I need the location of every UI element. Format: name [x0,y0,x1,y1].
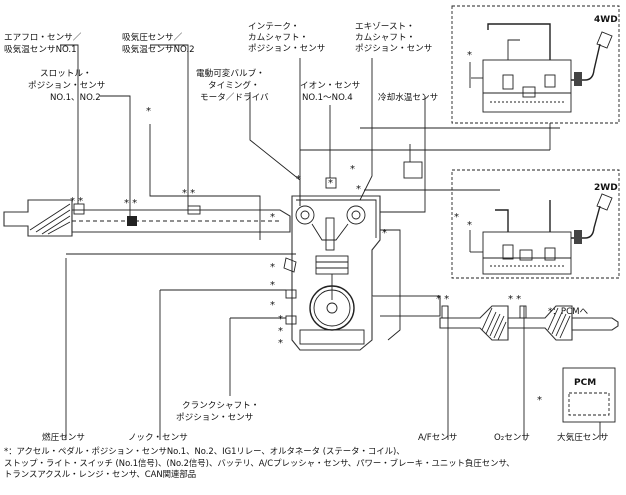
throttle-label-line2: ポジション・センサ [28,80,105,91]
coolant-label: 冷却水温センサ [378,91,438,103]
exhaust-cam-label-line3: ポジション・センサ [355,43,432,54]
exhaust-cam-label-line1: エキゾースト・ [355,21,415,32]
crank-label-line2: ポジション・センサ [176,412,253,423]
vvt-label-line2: タイミング・ [208,79,260,91]
svg-text:*: * [278,326,283,337]
baro-label: 大気圧センサ [557,431,609,443]
airflow-label-line1: エアフロ・センサ／ [4,32,82,43]
svg-text:* *: * * [124,198,137,209]
svg-text:* *: * * [70,196,83,207]
fwd-asterisk: * [467,220,472,231]
map-label-line2: 吸気温センサNO.2 [122,43,195,55]
fwd-inset: 2WD * [451,169,620,279]
pcm-note: *：PCMへ [548,307,588,317]
svg-text:*: * [278,314,283,325]
component-labels: エアフロ・センサ／ 吸気温センサNO.1 吸気圧センサ／ 吸気温センサNO.2 … [4,21,609,443]
pcm-markers: * * * * * * * * * * * * * * * * * * * * … [70,106,521,349]
exhaust-cam-label-line2: カムシャフト・ [355,32,415,43]
intake-cam-label-line2: カムシャフト・ [248,32,308,43]
airflow-label-line2: 吸気温センサNO.1 [4,43,77,55]
svg-text:*: * [270,262,275,273]
svg-text:*: * [328,178,333,189]
awd-label: 4WD [594,15,618,25]
throttle-body-icon [127,216,137,226]
svg-text:*: * [270,280,275,291]
throttle-label-line1: スロットル・ [40,69,92,79]
awd-asterisk: * [467,50,472,61]
fuel-pressure-label: 燃圧センサ [42,431,85,443]
svg-text:*: * [146,106,151,117]
svg-text:*: * [382,228,387,239]
svg-text:*: * [356,184,361,195]
footnote-line: トランスアクスル・レンジ・センサ、CAN関連部品 [4,469,197,479]
svg-text:* *: * * [508,294,521,305]
intake-cam-label-line1: インテーク・ [248,21,299,32]
svg-text:*: * [350,164,355,175]
svg-text:* *: * * [182,188,195,199]
svg-text:*: * [296,174,301,185]
engine [283,177,381,351]
vvt-label-line1: 電動可変バルブ・ [196,67,265,79]
awd-filler-cap-icon [574,72,582,86]
map-label-line1: 吸気圧センサ／ [122,31,183,43]
af-label: A/Fセンサ [418,432,458,443]
exhaust [372,295,619,341]
pcm-asterisk: * [537,395,542,406]
wiring [60,44,601,440]
svg-text:*: * [270,300,275,311]
svg-text:*: * [454,212,459,223]
ion-label-line2: NO.1～NO.4 [302,93,353,103]
awd-inset: 4WD * [451,5,620,124]
footnote-line: *：アクセル・ペダル・ポジション・センサNo.1、No.2、IG1リレー、オルタ… [4,446,405,456]
o2-label: O₂センサ [494,432,530,443]
pcm-label: PCM [574,378,596,388]
svg-text:*: * [278,338,283,349]
footnote: *：アクセル・ペダル・ポジション・センサNo.1、No.2、IG1リレー、オルタ… [4,446,624,481]
throttle-label-line3: NO.1、NO.2 [50,93,101,103]
vvt-label-line3: モータ／ドライバ [200,92,269,103]
svg-text:* *: * * [436,294,449,305]
fwd-label: 2WD [594,183,618,193]
footnote-line: ストップ・ライト・スイッチ (No.1信号)、(No.2信号)、バッテリ、A/C… [4,457,515,468]
intake-cam-label-line3: ポジション・センサ [248,43,325,54]
svg-text:*: * [270,212,275,223]
fwd-filler-cap-icon [574,230,582,244]
pcm-box: PCM * [537,367,616,423]
crank-label-line1: クランクシャフト・ [182,400,259,411]
intake-tract [3,199,291,237]
ion-label-line1: イオン・センサ [300,80,360,91]
knock-label: ノック・センサ [128,432,188,443]
